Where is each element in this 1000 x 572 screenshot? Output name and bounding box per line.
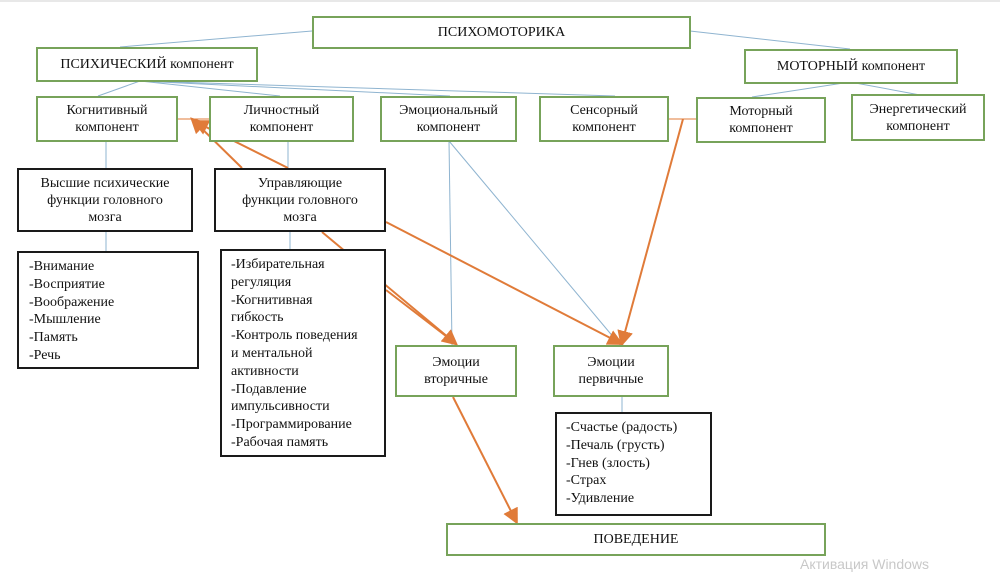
node-psychomotorics: ПСИХОМОТОРИКА — [312, 16, 691, 49]
arrow-exec-to-primary — [385, 221, 624, 345]
windows-activation-watermark: Активация Windows — [800, 556, 930, 572]
list-item: -Мышление — [29, 312, 101, 328]
list-item: -Избирательная — [231, 257, 325, 272]
node-label: Эмоциональный компонент — [399, 103, 498, 135]
arrow-execlist-to-secondary — [385, 289, 456, 344]
link-emotional-secondary — [448, 140, 453, 346]
list-item: -Счастье (радость) — [566, 420, 678, 435]
node-label: Моторный компонент — [729, 104, 793, 136]
list-item: -Контроль поведения — [231, 328, 358, 344]
node-primary-emotions: Эмоции первичные — [553, 345, 669, 397]
node-secondary-emotions: Эмоции вторичные — [395, 345, 517, 397]
node-motor-sub: Моторный компонент — [696, 97, 826, 143]
node-motor-component: МОТОРНЫЙ компонент — [744, 49, 958, 84]
arrow-sensory-to-primary — [617, 118, 684, 347]
node-label: Сенсорный компонент — [570, 103, 638, 135]
list-item: -Печаль (грусть) — [566, 437, 665, 453]
list-item: -Когнитивная — [231, 292, 313, 308]
node-emotional: Эмоциональный компонент — [380, 96, 517, 142]
node-label: ПСИХОМОТОРИКА — [437, 25, 566, 40]
link-emotional-primary — [448, 140, 621, 346]
node-sensory: Сенсорный компонент — [539, 96, 669, 142]
node-psychic-component: ПСИХИЧЕСКИЙ компонент — [36, 47, 258, 82]
node-executive-functions: Управляющие функции головного мозга — [214, 168, 386, 232]
executive-functions-list: -Избирательная регуляция -Когнитивная ги… — [220, 249, 386, 457]
node-higher-functions: Высшие психические функции головного моз… — [17, 168, 193, 232]
node-label: Эмоции первичные — [578, 355, 644, 387]
list-item: -Восприятие — [29, 276, 105, 292]
arrow-secondary-to-behavior — [452, 396, 518, 525]
list-item: -Память — [29, 330, 78, 346]
link-root-psychic — [119, 30, 313, 48]
link-psychic-sensory — [139, 80, 616, 97]
higher-functions-list: -Внимание -Восприятие -Воображение -Мышл… — [17, 251, 199, 369]
primary-emotions-list: -Счастье (радость) -Печаль (грусть) -Гне… — [555, 412, 712, 516]
list-item: -Гнев (злость) — [566, 455, 650, 471]
node-label: Эмоции вторичные — [424, 355, 488, 387]
link-motor-energy — [849, 81, 921, 96]
list-item: импульсивности — [231, 399, 330, 415]
list-item: -Речь — [29, 347, 61, 363]
link-motor-motorsub — [751, 81, 851, 98]
node-label: Личностный компонент — [243, 103, 320, 135]
list-item: -Удивление — [566, 491, 635, 507]
link-root-motor — [689, 30, 851, 50]
node-label: Энергетический компонент — [869, 101, 967, 134]
list-item: -Рабочая память — [231, 434, 329, 450]
list-item: -Внимание — [29, 259, 95, 274]
list-item: гибкость — [231, 310, 284, 326]
node-cognitive: Когнитивный компонент — [36, 96, 178, 142]
link-psychic-cognitive — [97, 80, 141, 97]
node-label: ПОВЕДЕНИЕ — [593, 532, 679, 547]
node-label: Высшие психические функции головного моз… — [40, 175, 170, 225]
list-item: и ментальной — [231, 345, 313, 361]
node-behavior: ПОВЕДЕНИЕ — [446, 523, 826, 556]
list-item: -Программирование — [231, 417, 352, 433]
link-psychic-personal — [139, 80, 281, 97]
list-item: регуляция — [231, 274, 292, 290]
link-psychic-emotional — [139, 80, 451, 97]
list-item: -Подавление — [231, 381, 307, 397]
node-personal: Личностный компонент — [209, 96, 354, 142]
node-label: Управляющие функции головного мозга — [242, 175, 358, 225]
list-item: активности — [231, 363, 299, 379]
list-item: -Страх — [566, 473, 607, 489]
node-energy: Энергетический компонент — [851, 94, 985, 141]
list-item: -Воображение — [29, 294, 115, 310]
node-label: ПСИХИЧЕСКИЙ компонент — [60, 57, 234, 72]
top-border — [0, 0, 1000, 2]
node-label: Когнитивный компонент — [66, 103, 148, 135]
node-label: МОТОРНЫЙ компонент — [776, 59, 926, 74]
